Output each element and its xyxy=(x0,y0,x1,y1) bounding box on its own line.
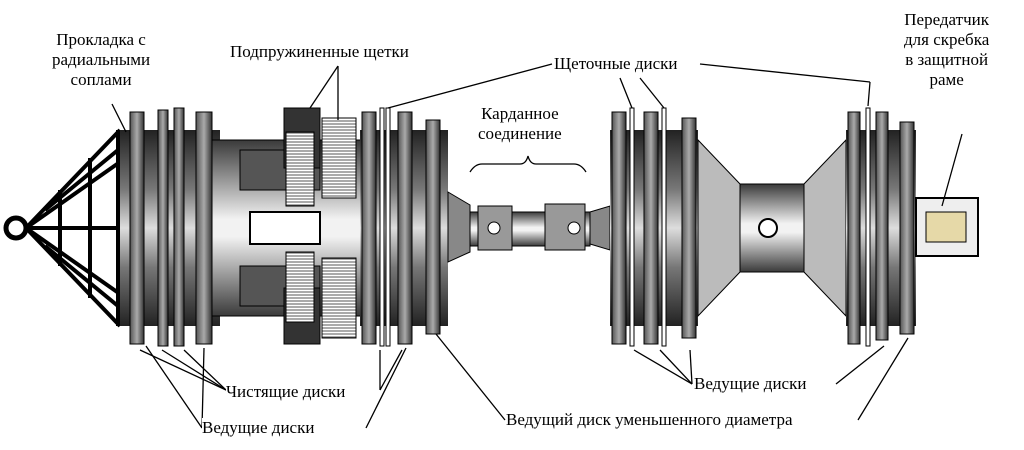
cardan-label-line-1: Карданное xyxy=(481,104,559,123)
cardan-joint xyxy=(447,191,611,263)
nose-cage xyxy=(3,128,122,328)
transmitter-label: Передатчик для скребка в защитной раме xyxy=(904,10,990,90)
front-disk-pack xyxy=(120,107,220,347)
transmitter-frame xyxy=(915,197,979,257)
spring-brushes-label: Подпружиненные щетки xyxy=(230,42,409,62)
gasket-label-line-3: соплами xyxy=(70,70,132,89)
cleaning-disks-label: Чистящие диски xyxy=(226,382,346,402)
second-disk-pack xyxy=(360,107,448,347)
cardan-label-line-2: соединение xyxy=(478,124,562,143)
driving-disks-right-label: Ведущие диски xyxy=(694,374,807,394)
driving-disks-left-label: Ведущие диски xyxy=(202,418,315,438)
spring-brushes xyxy=(283,107,357,345)
rear-front-disk-pack xyxy=(610,107,698,347)
cardan-label: Карданное соединение xyxy=(478,104,562,144)
brush-disks-label: Щеточные диски xyxy=(554,54,678,74)
transmitter-label-line-3: в защитной xyxy=(905,50,989,69)
transmitter-label-line-1: Передатчик xyxy=(904,10,989,29)
reduced-disk-label: Ведущий диск уменьшенного диаметра xyxy=(506,410,793,430)
gasket-label: Прокладка с радиальными соплами xyxy=(52,30,151,90)
leader-lines xyxy=(111,63,963,429)
rear-disk-pack xyxy=(846,107,916,347)
gasket-label-line-1: Прокладка с xyxy=(56,30,146,49)
gasket-label-line-2: радиальными xyxy=(52,50,151,69)
rear-body xyxy=(697,138,847,318)
transmitter-label-line-2: для скребка xyxy=(904,30,990,49)
transmitter-label-line-4: раме xyxy=(929,70,964,89)
